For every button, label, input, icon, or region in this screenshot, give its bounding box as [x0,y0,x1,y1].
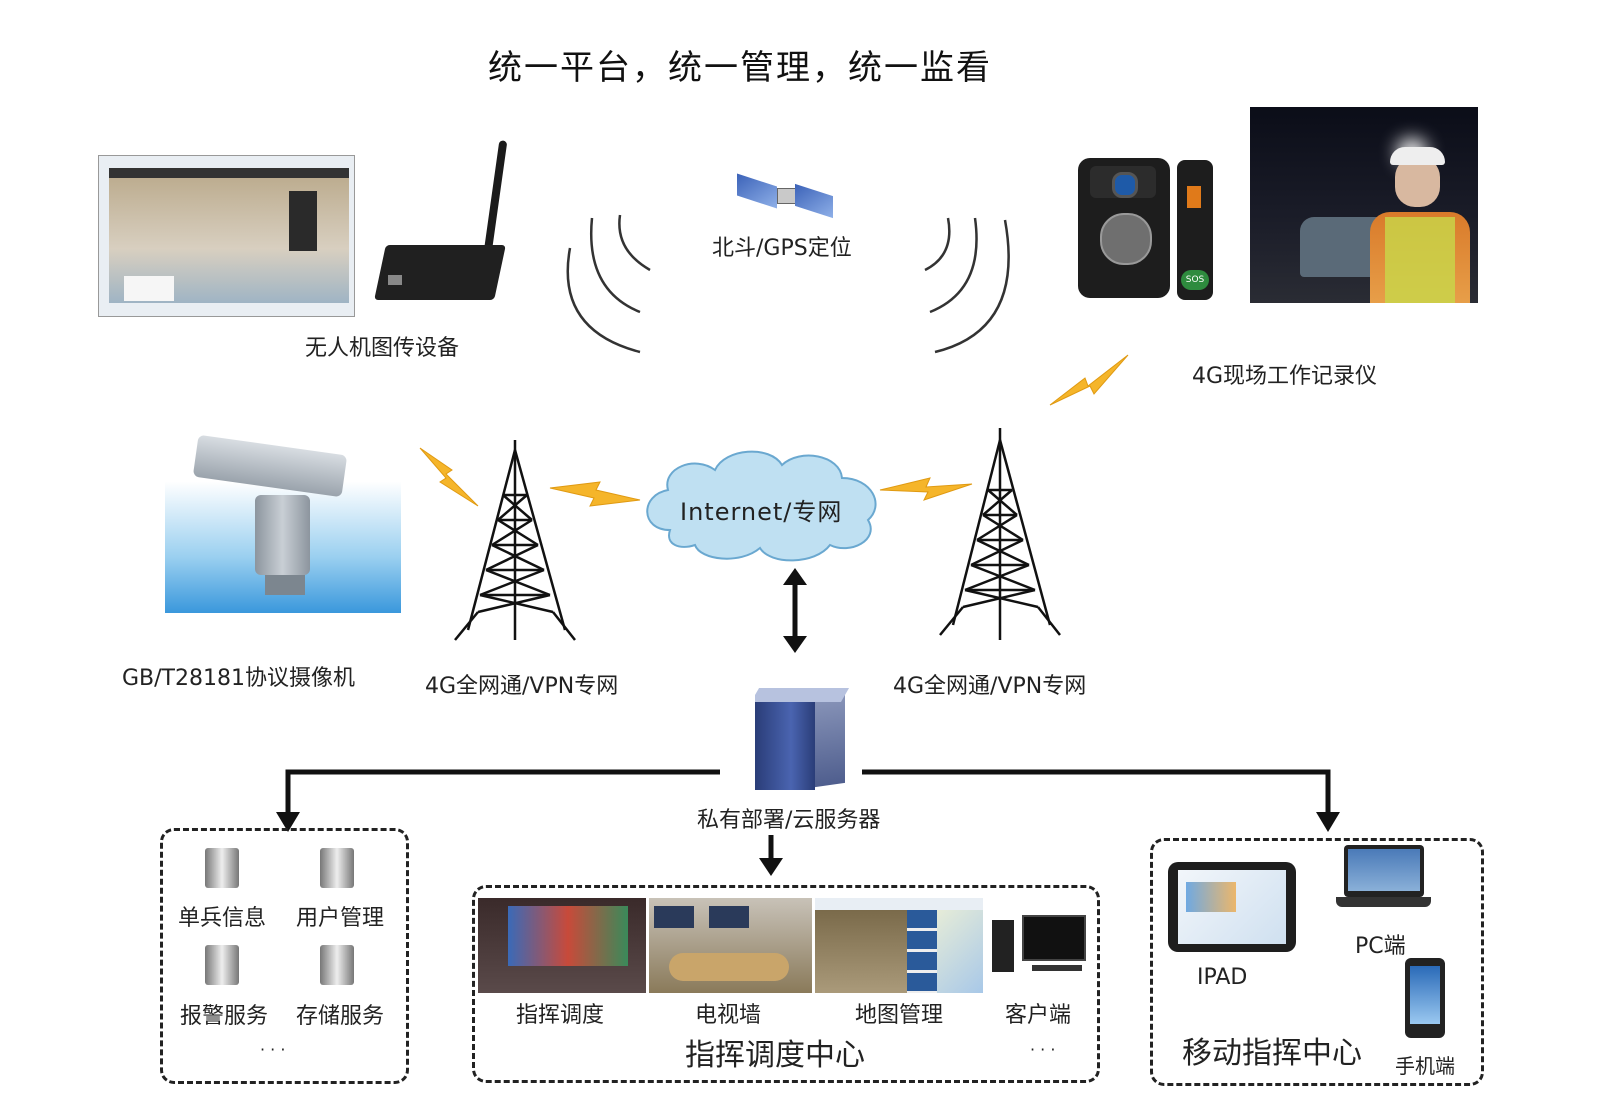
service-item[interactable]: 存储服务 [296,998,384,1030]
phone-image [1405,958,1445,1038]
recorder-label: 4G现场工作记录仪 [1192,358,1377,390]
service-item[interactable]: 用户管理 [296,900,384,932]
satellite-icon [735,170,835,220]
mobile-command-title: 移动指挥中心 [1182,1028,1362,1072]
server-left-arrow [288,772,720,815]
drone-transmitter-image [370,135,510,310]
cloud-label: Internet/专网 [680,492,842,527]
ipad-image [1168,862,1296,952]
camera-label: GB/T28181协议摄像机 [122,660,355,692]
command-center-title: 指挥调度中心 [685,1030,865,1074]
command-room-photo [478,898,646,993]
tower-left-icon [455,440,575,640]
more-indicator: · · · [260,1040,285,1059]
recorder-side-image: SOS [1177,160,1213,300]
sos-button: SOS [1181,270,1209,290]
command-item[interactable]: 电视墙 [695,997,761,1029]
folder-icon [205,945,239,985]
page-title: 统一平台，统一管理，统一监看 [0,40,1480,89]
command-item[interactable]: 指挥调度 [516,997,604,1029]
command-item[interactable]: 地图管理 [855,997,943,1029]
drone-screen-image [98,155,355,317]
ptz-camera-photo [165,425,401,613]
field-worker-photo [1250,107,1478,303]
mobile-item[interactable]: 手机端 [1395,1050,1455,1079]
cloud-server-arrow [783,568,807,653]
tower-right-icon [940,428,1060,640]
map-management-photo [815,898,983,993]
folder-icon [320,848,354,888]
network-left-label: 4G全网通/VPN专网 [425,668,618,700]
drone-label: 无人机图传设备 [305,330,459,362]
service-item[interactable]: 报警服务 [180,998,268,1030]
mobile-item[interactable]: IPAD [1197,965,1247,990]
network-right-label: 4G全网通/VPN专网 [893,668,1086,700]
server-icon [755,688,850,793]
server-label: 私有部署/云服务器 [697,802,880,834]
laptop-image [1336,845,1431,920]
signal-arcs-right [925,218,1009,352]
client-pc-icon [992,915,1087,980]
mobile-item[interactable]: PC端 [1355,928,1406,960]
command-item[interactable]: 客户端 [1005,997,1071,1029]
server-right-arrow [862,772,1328,815]
beidou-label: 北斗/GPS定位 [712,230,852,262]
signal-arcs-left [568,215,650,352]
folder-icon [320,945,354,985]
video-wall-photo [649,898,812,993]
body-camera-image [1078,158,1170,298]
service-item[interactable]: 单兵信息 [178,900,266,932]
more-indicator: · · · [1030,1040,1055,1059]
folder-icon [205,848,239,888]
